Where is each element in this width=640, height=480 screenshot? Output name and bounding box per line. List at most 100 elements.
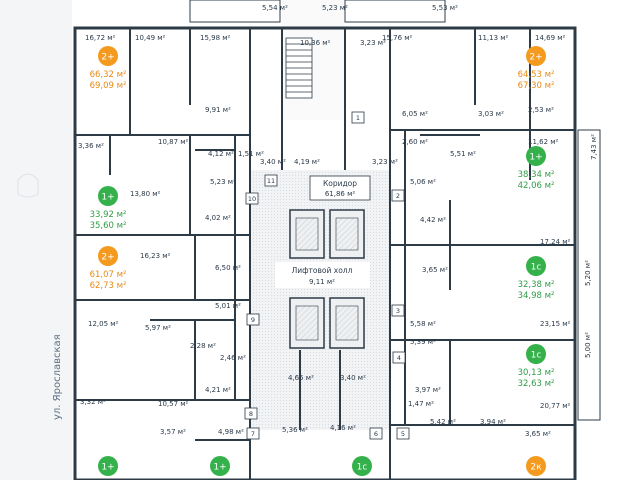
room-area-label: 5,36 м² — [282, 426, 308, 434]
apartment-type: 1с — [357, 463, 368, 473]
room-area-label: 3,32 м² — [80, 398, 106, 406]
apartment-type: 1с — [531, 351, 542, 361]
room-area-label: 3,23 м² — [372, 158, 398, 166]
room-area-label: 5,39 м² — [410, 338, 436, 346]
room-area-label: 5,23 м² — [210, 178, 236, 186]
door-marker: 9 — [246, 313, 260, 326]
door-marker: 4 — [392, 351, 406, 364]
apartment-living-area: 33,92 м² — [90, 210, 127, 220]
room-area-label: 11,62 м² — [528, 138, 559, 146]
apartment-total-area: 69,09 м² — [90, 81, 127, 91]
svg-text:11: 11 — [267, 177, 275, 185]
svg-text:8: 8 — [249, 410, 253, 418]
room-area-label: 4,02 м² — [205, 214, 231, 222]
balcony-right — [344, 0, 446, 23]
room-area-label: 3,57 м² — [160, 428, 186, 436]
room-area-label: 11,13 м² — [478, 34, 509, 42]
street-area — [0, 0, 72, 480]
door-marker: 1 — [351, 111, 365, 124]
apartment-living-area: 66,32 м² — [90, 70, 127, 80]
room-area-label: 4,42 м² — [420, 216, 446, 224]
apartment-badge[interactable]: 1+ — [210, 456, 230, 476]
apartment-type: 1+ — [101, 193, 114, 203]
room-area-label: 4,65 м² — [288, 374, 314, 382]
interior-walls — [75, 28, 575, 480]
room-area-label: 3,03 м² — [478, 110, 504, 118]
balcony-east — [577, 129, 601, 421]
lift-shafts — [289, 209, 365, 349]
apartment-badge[interactable]: 1с — [352, 456, 372, 476]
apartment-badge[interactable]: 1+ — [98, 456, 118, 476]
apartment-type-circle — [98, 46, 118, 66]
room-area-label: 3,36 м² — [78, 142, 104, 150]
room-area-label: 12,05 м² — [88, 320, 119, 328]
svg-text:7: 7 — [251, 430, 255, 438]
door-marker: 6 — [369, 427, 383, 440]
room-area-label: 5,06 м² — [410, 178, 436, 186]
door-marker: 7 — [246, 427, 260, 440]
room-area-label: 3,94 м² — [480, 418, 506, 426]
corridor-label-box — [309, 175, 371, 201]
car-icon — [17, 173, 39, 198]
room-area-label: 3,97 м² — [415, 386, 441, 394]
room-area-label: 5,23 м² — [322, 4, 348, 12]
door-marker: 3 — [391, 304, 405, 317]
apartment-type-circle — [526, 344, 546, 364]
room-area-label: 5,00 м² — [584, 332, 592, 358]
room-area-label: 14,69 м² — [535, 34, 566, 42]
room-area-label: 15,76 м² — [382, 34, 413, 42]
room-area-label: 5,51 м² — [450, 150, 476, 158]
apartment-type: 1с — [531, 263, 542, 273]
room-area-label: 4,98 м² — [218, 428, 244, 436]
apartment-total-area: 34,98 м² — [518, 291, 555, 301]
door-marker: 5 — [396, 427, 410, 440]
apartment-type: 2+ — [101, 53, 114, 63]
room-area-label: 15,98 м² — [200, 34, 231, 42]
room-area-label: 5,53 м² — [432, 4, 458, 12]
room-area-label: 6,50 м² — [215, 264, 241, 272]
apartment-type-circle — [526, 46, 546, 66]
apartment-type-circle — [526, 456, 546, 476]
room-area-label: 3,40 м² — [260, 158, 286, 166]
apartment-type-circle — [210, 456, 230, 476]
apartment-type-circle — [98, 246, 118, 266]
svg-text:5: 5 — [401, 430, 405, 438]
apartment-total-area: 42,06 м² — [518, 181, 555, 191]
room-area-label: 10,49 м² — [135, 34, 166, 42]
room-area-label: 13,80 м² — [130, 190, 161, 198]
svg-text:6: 6 — [374, 430, 378, 438]
apartment-type: 2+ — [101, 253, 114, 263]
svg-text:9: 9 — [251, 316, 255, 324]
room-area-label: 5,42 м² — [430, 418, 456, 426]
lift-hall-area: 9,11 м² — [309, 278, 335, 286]
room-area-label: 3,23 м² — [360, 39, 386, 47]
svg-text:3: 3 — [396, 307, 400, 315]
apartment-total-area: 62,73 м² — [90, 281, 127, 291]
room-area-label: 3,65 м² — [422, 266, 448, 274]
outer-walls — [73, 26, 577, 480]
apartment-total-area: 67,30 м² — [518, 81, 555, 91]
room-area-label: 2,46 м² — [220, 354, 246, 362]
apartment-type-circle — [98, 186, 118, 206]
room-area-label: 5,20 м² — [584, 260, 592, 286]
apartment-type: 1+ — [101, 463, 114, 473]
apartment-living-area: 30,13 м² — [518, 368, 555, 378]
apartment-type: 2к — [530, 463, 542, 473]
apartment-badge[interactable]: 2к — [526, 456, 546, 476]
door-marker: 10 — [245, 192, 259, 205]
room-area-label: 3,65 м² — [525, 430, 551, 438]
door-marker: 11 — [264, 174, 278, 187]
room-area-label: 17,24 м² — [540, 238, 571, 246]
room-area-label: 2,53 м² — [528, 106, 554, 114]
apartment-living-area: 64,53 м² — [518, 70, 555, 80]
street-label: ул. Ярославская — [52, 334, 63, 420]
